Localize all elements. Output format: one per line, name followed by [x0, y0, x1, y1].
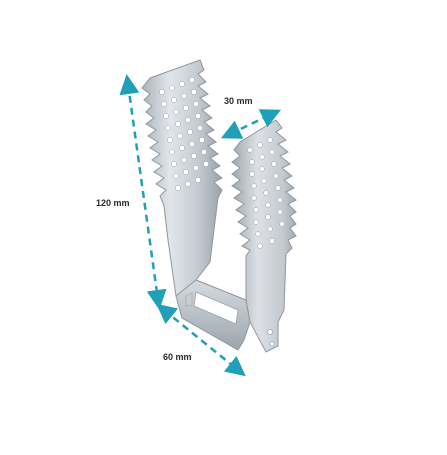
depth-dimension-arrow: [156, 303, 246, 377]
height-dimension-arrow: [119, 74, 167, 310]
depth-dimension-label: 60 mm: [163, 352, 192, 362]
width-dimension-arrow: [220, 109, 282, 139]
height-dimension-label: 120 mm: [96, 198, 130, 208]
right-plate: [231, 119, 297, 353]
width-dimension-label: 30 mm: [224, 96, 253, 106]
bracket-base: [175, 279, 251, 351]
dimension-arrows: [119, 74, 282, 377]
